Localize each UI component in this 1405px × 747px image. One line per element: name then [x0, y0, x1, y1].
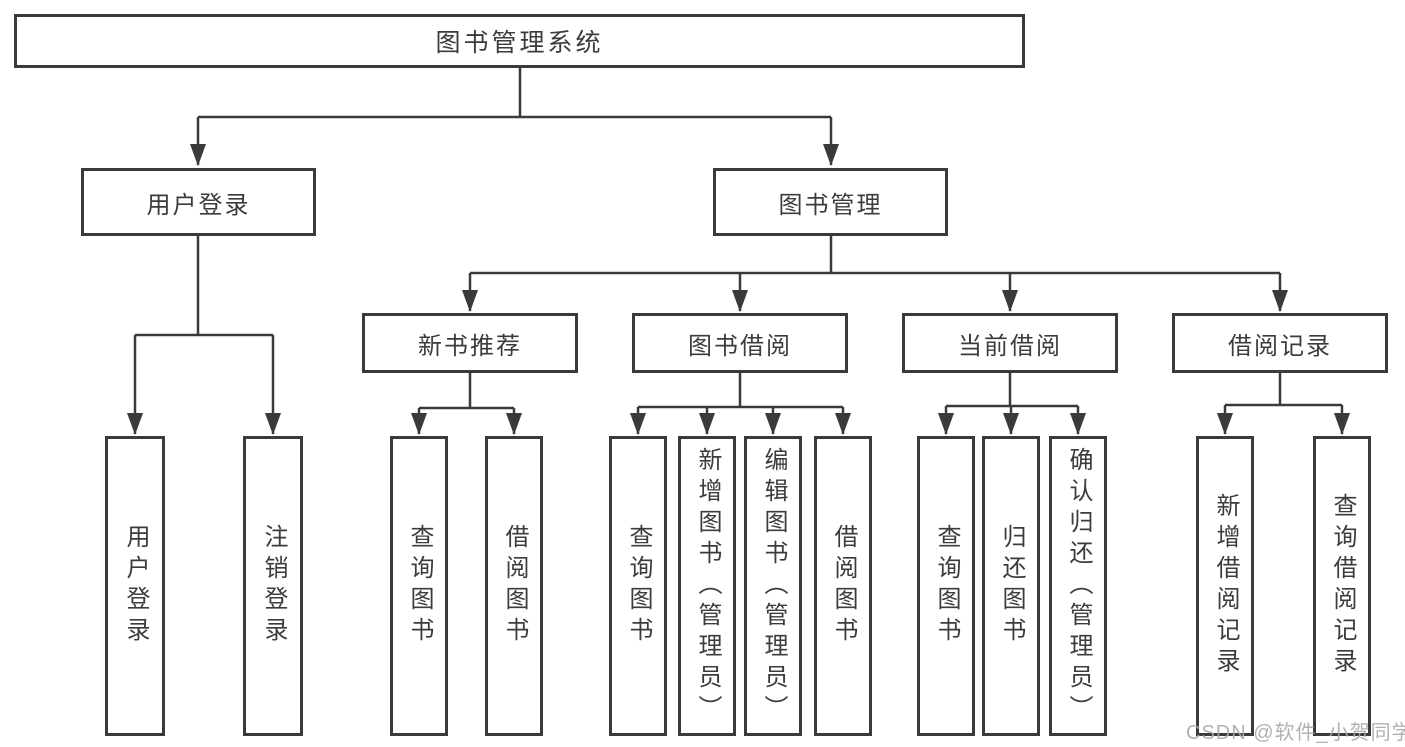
node-book-borrow: 图书借阅	[632, 313, 848, 373]
leaf-add-book-admin: 新增图书（管理员）	[678, 436, 736, 736]
node-book-management: 图书管理	[713, 168, 948, 236]
node-borrow-records: 借阅记录	[1172, 313, 1388, 373]
leaf-borrow-books-recommend: 借阅图书	[485, 436, 543, 736]
leaf-user-login: 用户登录	[105, 436, 165, 736]
leaf-borrow-books: 借阅图书	[814, 436, 872, 736]
csdn-watermark: CSDN @软件_小贺同学	[1186, 722, 1405, 744]
node-user-login-label: 用户登录	[146, 191, 251, 219]
leaf-query-books-current: 查询图书	[917, 436, 975, 736]
leaf-return-book: 归还图书	[982, 436, 1040, 736]
node-root-label: 图书管理系统	[435, 29, 604, 57]
leaf-confirm-return-admin: 确认归还（管理员）	[1049, 436, 1107, 736]
node-current-borrow: 当前借阅	[902, 313, 1118, 373]
node-book-management-label: 图书管理	[778, 191, 883, 219]
leaf-query-borrow-record: 查询借阅记录	[1313, 436, 1371, 736]
leaf-logout: 注销登录	[243, 436, 303, 736]
leaf-query-books-borrow: 查询图书	[609, 436, 667, 736]
node-root: 图书管理系统	[14, 14, 1025, 68]
node-new-book-recommend: 新书推荐	[362, 313, 578, 373]
node-user-login: 用户登录	[81, 168, 316, 236]
leaf-add-borrow-record: 新增借阅记录	[1196, 436, 1254, 736]
leaf-edit-book-admin: 编辑图书（管理员）	[744, 436, 802, 736]
leaf-query-books-recommend: 查询图书	[390, 436, 448, 736]
